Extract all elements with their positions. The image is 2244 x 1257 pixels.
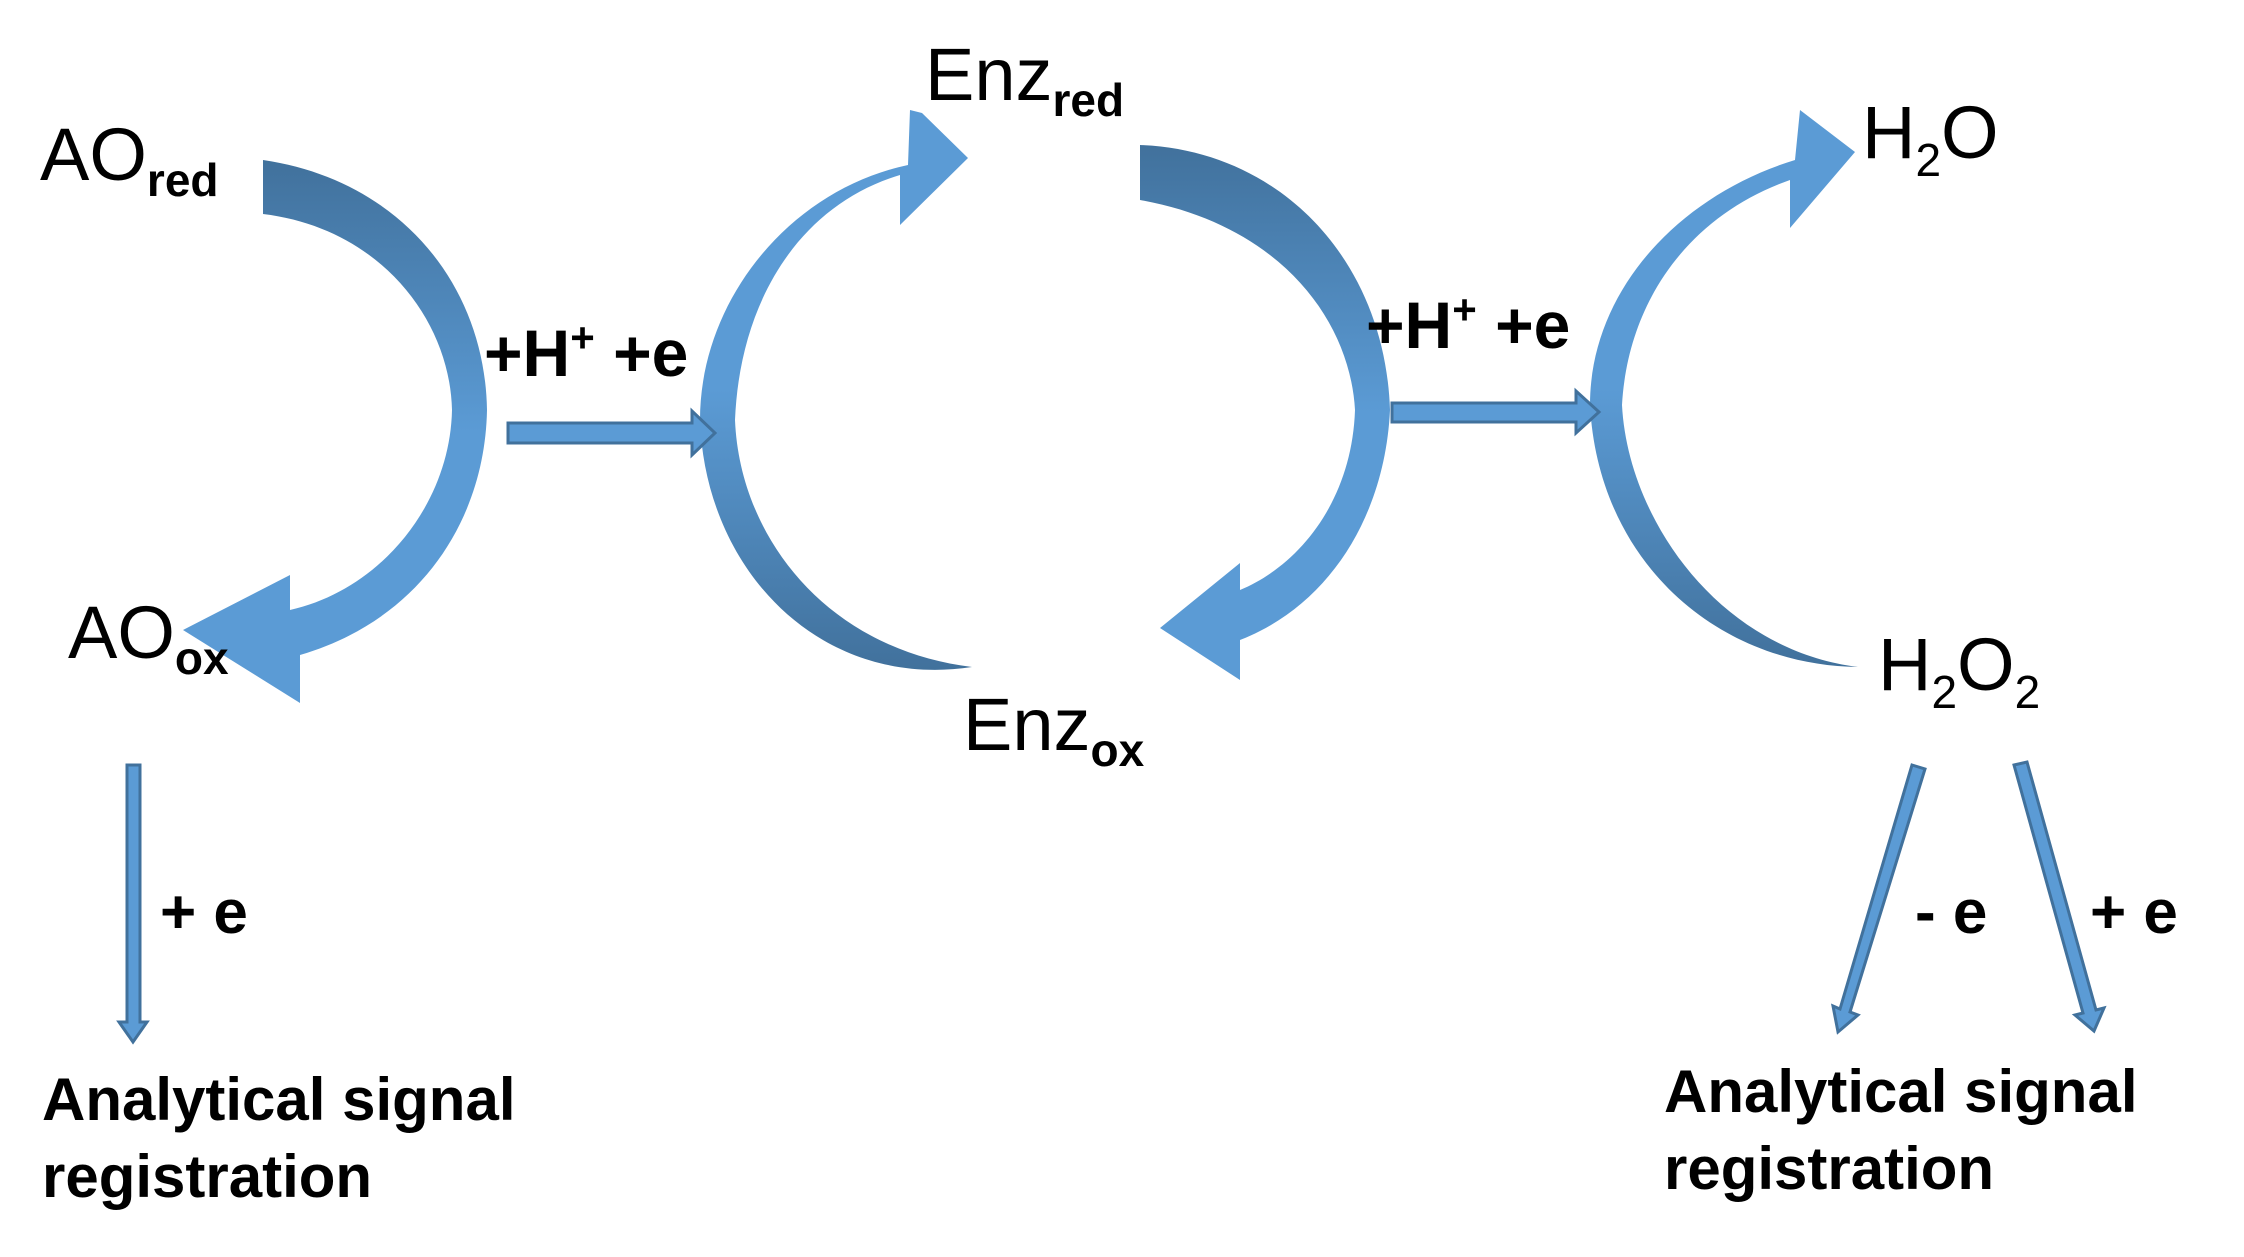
electron-label-right-minus: - e bbox=[1915, 878, 1988, 947]
enz-ox-sub: ox bbox=[1090, 724, 1145, 776]
electron-arrow-left bbox=[116, 763, 150, 1045]
transfer-2-plus-h: +H bbox=[1366, 288, 1453, 362]
species-ao-ox: AOox bbox=[68, 596, 229, 682]
ao-ox-main: AO bbox=[68, 591, 175, 674]
ao-red-sub: red bbox=[146, 154, 219, 206]
transfer-1-plus-e: +e bbox=[613, 316, 689, 390]
signal-left-line2: registration bbox=[42, 1142, 373, 1210]
species-enz-ox: Enzox bbox=[963, 688, 1144, 774]
h2o-o: O bbox=[1941, 91, 1999, 174]
species-ao-red: AOred bbox=[40, 118, 219, 204]
transfer-1-sup: + bbox=[570, 314, 595, 361]
arc-h2o2-to-h2o bbox=[1590, 110, 1858, 667]
h2o2-h: H bbox=[1878, 623, 1932, 706]
transfer-arrow-1 bbox=[506, 407, 718, 459]
signal-label-left: Analytical signal registration bbox=[42, 1062, 516, 1216]
arc-enz-red-to-enz-ox bbox=[1140, 145, 1390, 680]
transfer-1-plus-h: +H bbox=[484, 316, 571, 390]
electron-arrow-right-plus bbox=[2012, 760, 2107, 1034]
transfer-2-plus-e: +e bbox=[1495, 288, 1571, 362]
arc-enz-ox-to-enz-red bbox=[700, 110, 972, 670]
species-h2o: H2O bbox=[1862, 96, 1999, 184]
h2o2-subscript-2a: 2 bbox=[1931, 666, 1958, 718]
h2o2-subscript-2b: 2 bbox=[2014, 666, 2041, 718]
h2o-subscript-2: 2 bbox=[1915, 134, 1942, 186]
species-h2o2: H2O2 bbox=[1878, 628, 2040, 716]
transfer-label-2: +H+ +e bbox=[1366, 289, 1570, 359]
h2o2-o: O bbox=[1957, 623, 2015, 706]
transfer-2-sup: + bbox=[1452, 286, 1477, 333]
electron-label-right-plus: + e bbox=[2090, 878, 2178, 947]
signal-right-line1: Analytical signal bbox=[1664, 1058, 2138, 1125]
signal-label-right: Analytical signal registration bbox=[1664, 1054, 2138, 1208]
transfer-label-1: +H+ +e bbox=[484, 317, 688, 387]
ao-red-main: AO bbox=[40, 113, 147, 196]
electron-label-left: + e bbox=[160, 878, 248, 947]
enz-red-main: Enz bbox=[925, 33, 1053, 116]
transfer-arrow-2 bbox=[1390, 387, 1602, 437]
arc-ao-red-to-ao-ox bbox=[183, 160, 487, 703]
species-enz-red: Enzred bbox=[925, 38, 1124, 124]
signal-right-line2: registration bbox=[1664, 1134, 1995, 1202]
signal-left-line1: Analytical signal bbox=[42, 1066, 516, 1133]
ao-ox-sub: ox bbox=[174, 632, 229, 684]
enz-ox-main: Enz bbox=[963, 683, 1091, 766]
electron-arrow-right-minus bbox=[1830, 763, 1927, 1035]
h2o-h: H bbox=[1862, 91, 1916, 174]
enz-red-sub: red bbox=[1052, 74, 1125, 126]
